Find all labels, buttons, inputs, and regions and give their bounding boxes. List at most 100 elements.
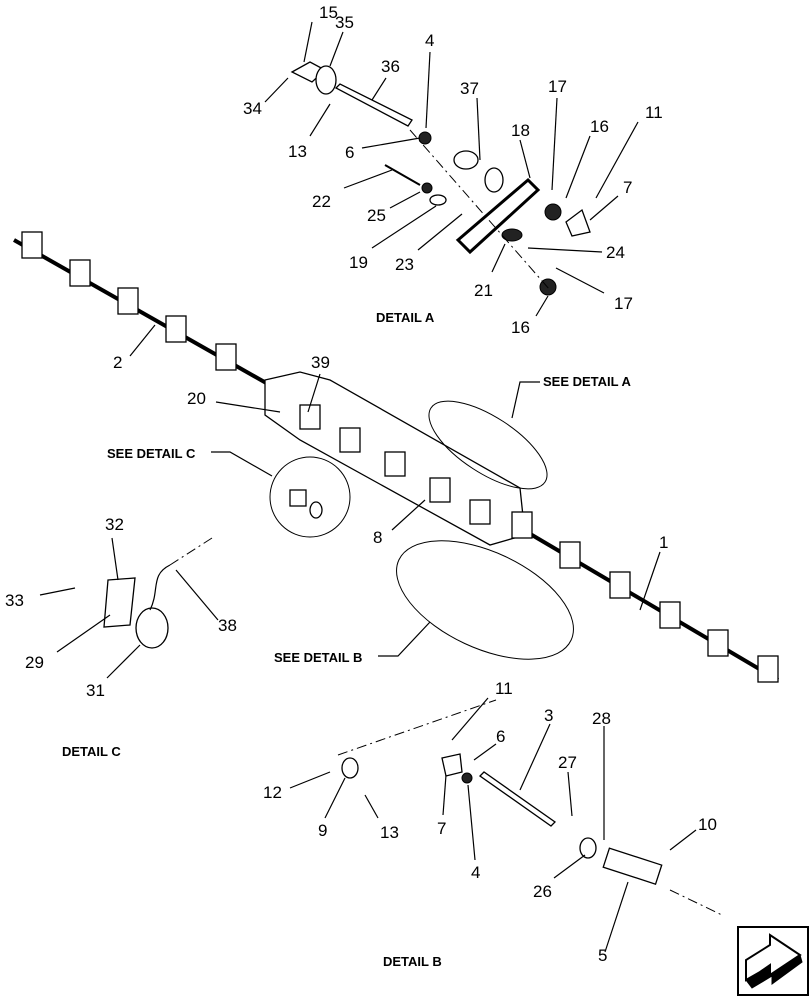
leader <box>476 97 481 161</box>
callout-27: 27 <box>558 753 577 772</box>
leader <box>307 373 321 413</box>
leader <box>391 499 426 531</box>
bracket <box>21 231 43 259</box>
frame-box <box>299 404 321 430</box>
leader <box>417 213 463 251</box>
ring-part-37 <box>484 167 504 193</box>
leader <box>364 794 379 819</box>
centerline <box>337 699 497 756</box>
flange-part-26 <box>579 837 597 859</box>
callout-39: 39 <box>311 353 330 372</box>
detail-a-parts <box>290 61 591 296</box>
frame-box <box>429 477 451 503</box>
caption-detail-c: DETAIL C <box>62 744 121 759</box>
leader <box>511 381 540 419</box>
callout-16-lower: 16 <box>511 318 530 337</box>
bar-2-brackets <box>21 231 237 371</box>
callout-5: 5 <box>598 946 607 965</box>
leader <box>473 743 497 761</box>
flange-part-37 <box>453 150 479 170</box>
centerline <box>669 889 723 916</box>
leader <box>535 295 549 317</box>
callout-numbers: 15 35 4 36 34 13 6 37 17 16 11 18 22 25 … <box>5 3 717 965</box>
center-frame-boxes <box>299 404 491 525</box>
leader <box>669 829 697 851</box>
caption-see-detail-b: SEE DETAIL B <box>274 650 362 665</box>
callout-8: 8 <box>373 528 382 547</box>
bracket-part-7-b <box>441 753 463 777</box>
callout-4-b: 4 <box>471 863 480 882</box>
centerline <box>409 129 551 291</box>
bracket-part-32 <box>103 577 136 628</box>
callout-6: 6 <box>345 143 354 162</box>
detail-c-callout-parts <box>289 489 323 519</box>
detail-c-parts <box>103 537 213 649</box>
callout-33: 33 <box>5 591 24 610</box>
callout-17-lower: 17 <box>614 294 633 313</box>
caption-see-detail-a: SEE DETAIL A <box>543 374 631 389</box>
leader <box>467 784 476 861</box>
leader <box>589 195 619 221</box>
leader <box>211 451 273 477</box>
bolt-part-22 <box>384 164 421 186</box>
leader <box>215 401 281 413</box>
bearing-part-4 <box>418 131 432 145</box>
callout-1: 1 <box>659 533 668 552</box>
callout-7-b: 7 <box>437 819 446 838</box>
leader <box>639 551 661 611</box>
next-page-arrow-icon <box>745 933 803 989</box>
caption-detail-a: DETAIL A <box>376 310 435 325</box>
frame-box <box>384 451 406 477</box>
bar-1-brackets <box>511 511 779 683</box>
callout-37: 37 <box>460 79 479 98</box>
bracket <box>757 655 779 683</box>
shaft-part-36 <box>334 83 413 127</box>
leader <box>106 644 141 679</box>
callout-3: 3 <box>544 706 553 725</box>
bearing-part-4-b <box>461 772 473 784</box>
small-light <box>309 501 323 519</box>
detail-b-callout-ellipse <box>396 540 574 660</box>
callout-36: 36 <box>381 57 400 76</box>
small-bracket <box>289 489 307 507</box>
leader <box>264 77 289 103</box>
callout-10: 10 <box>698 815 717 834</box>
leader <box>378 621 431 657</box>
callout-12: 12 <box>263 783 282 802</box>
leader <box>324 777 346 819</box>
leader <box>595 121 639 199</box>
callout-26: 26 <box>533 882 552 901</box>
callout-19: 19 <box>349 253 368 272</box>
next-page-button[interactable] <box>737 926 809 996</box>
callout-13-b: 13 <box>380 823 399 842</box>
leader <box>553 854 586 879</box>
leader <box>39 587 76 596</box>
callout-31: 31 <box>86 681 105 700</box>
leader <box>175 569 219 621</box>
caption-see-detail-c: SEE DETAIL C <box>107 446 196 461</box>
callout-22: 22 <box>312 192 331 211</box>
spring-part-25 <box>421 182 433 194</box>
frame-box <box>339 427 361 453</box>
callout-11-b: 11 <box>495 679 513 698</box>
bar-part-1 <box>513 523 780 682</box>
callout-16: 16 <box>590 117 609 136</box>
leader <box>389 191 421 209</box>
leader <box>604 881 629 953</box>
bracket <box>165 315 187 343</box>
leader <box>361 137 421 149</box>
detail-a-callout-ellipse <box>428 400 548 490</box>
main-assembly <box>13 231 780 683</box>
callout-13: 13 <box>288 142 307 161</box>
callout-2: 2 <box>113 353 122 372</box>
leader <box>56 614 111 653</box>
callout-28: 28 <box>592 709 611 728</box>
bracket-part-7 <box>565 208 591 237</box>
caption-detail-b: DETAIL B <box>383 954 442 969</box>
detail-c-callout-circle <box>269 456 351 538</box>
sprocket-part-16 <box>544 203 562 221</box>
callout-20: 20 <box>187 389 206 408</box>
leader <box>565 135 591 199</box>
callout-32: 32 <box>105 515 124 534</box>
